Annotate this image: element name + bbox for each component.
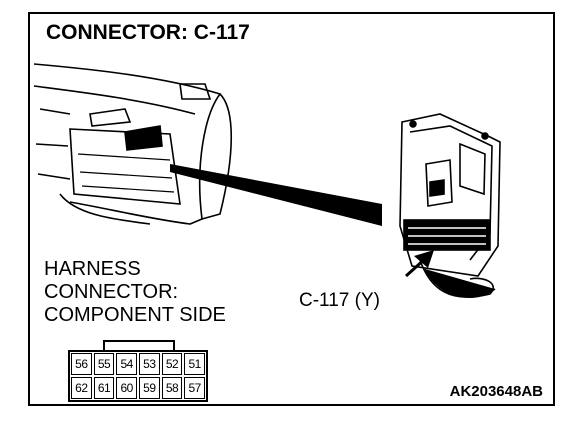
pin-cell: 62: [71, 377, 92, 399]
pin-cell: 54: [116, 353, 137, 375]
illustration: [33, 63, 501, 298]
connector-latch-tab: [103, 340, 175, 350]
pointer-wedge: [170, 164, 382, 226]
pin-cell: 56: [71, 353, 92, 375]
pin-cell: 61: [93, 377, 115, 399]
pin-cell: 55: [93, 353, 115, 375]
callout-arrow-icon: [404, 250, 434, 278]
pin-cell: 60: [116, 377, 137, 399]
dashboard-illustration: [33, 63, 233, 225]
pin-cell: 52: [161, 353, 183, 375]
diagram-title: CONNECTOR: C-117: [46, 21, 250, 44]
pin-cell: 51: [184, 353, 205, 375]
diagram-frame: CONNECTOR: C-117: [28, 12, 555, 406]
pin-grid: 56 55 54 53 52 51 62 61 60 59 58 57: [68, 350, 208, 402]
harness-label-line: CONNECTOR:: [44, 281, 179, 303]
pin-cell: 53: [138, 353, 160, 375]
pin-cell: 57: [184, 377, 205, 399]
connector-callout-label: C-117 (Y): [299, 290, 380, 311]
ecu-illustration: [399, 113, 501, 298]
figure-code: AK203648AB: [449, 383, 543, 400]
harness-label: HARNESS CONNECTOR: COMPONENT SIDE: [44, 258, 226, 327]
harness-label-line: HARNESS: [44, 258, 141, 280]
pin-cell: 59: [138, 377, 160, 399]
harness-label-line: COMPONENT SIDE: [44, 304, 226, 326]
pin-cell: 58: [161, 377, 183, 399]
connector-pinout: 56 55 54 53 52 51 62 61 60 59 58 57: [68, 340, 208, 402]
